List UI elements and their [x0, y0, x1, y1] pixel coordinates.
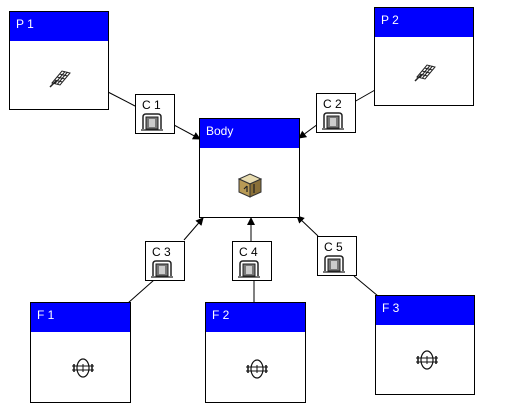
mesh-part-icon	[413, 59, 439, 90]
edge-f1-c3	[127, 279, 155, 304]
edge-f3-c5	[353, 275, 379, 297]
node-f1[interactable]: F 1	[30, 302, 131, 403]
edge-c2-body	[298, 123, 319, 139]
edge-c5-body	[296, 215, 319, 237]
edge-p2-c2	[353, 89, 376, 103]
clamp-connector-icon	[322, 254, 346, 279]
node-f3-title: F 3	[376, 296, 474, 325]
connector-c4[interactable]: C 4	[232, 241, 272, 281]
clamp-connector-icon	[237, 259, 261, 284]
node-body-title: Body	[200, 119, 299, 148]
node-p2[interactable]: P 2	[374, 7, 474, 106]
node-p1[interactable]: P 1	[9, 11, 109, 110]
edge-c1-body	[173, 124, 201, 140]
node-p2-title: P 2	[375, 8, 473, 37]
clamp-connector-icon	[140, 112, 164, 137]
node-f1-title: F 1	[31, 303, 130, 332]
connector-c5-label: C 5	[324, 240, 343, 254]
flange-icon	[244, 356, 270, 387]
connector-c4-label: C 4	[239, 245, 258, 259]
edge-p1-c1	[107, 91, 136, 107]
clamp-connector-icon	[321, 111, 345, 136]
clamp-connector-icon	[150, 259, 174, 284]
connector-c1-label: C 1	[142, 98, 161, 112]
flange-icon	[70, 355, 96, 386]
connector-c5[interactable]: C 5	[317, 236, 357, 276]
body-cube-icon	[235, 170, 265, 205]
mesh-part-icon	[48, 65, 74, 96]
connector-c2-label: C 2	[323, 97, 342, 111]
node-body[interactable]: Body	[199, 118, 300, 218]
connector-c3-label: C 3	[152, 245, 171, 259]
node-f2[interactable]: F 2	[205, 302, 306, 403]
node-p1-title: P 1	[10, 12, 108, 41]
connector-c2[interactable]: C 2	[316, 93, 356, 133]
edge-c3-body	[183, 217, 204, 241]
node-f2-title: F 2	[206, 303, 305, 332]
connector-c1[interactable]: C 1	[135, 94, 175, 134]
node-f3[interactable]: F 3	[375, 295, 475, 395]
flange-icon	[414, 347, 440, 378]
connector-c3[interactable]: C 3	[145, 241, 185, 281]
